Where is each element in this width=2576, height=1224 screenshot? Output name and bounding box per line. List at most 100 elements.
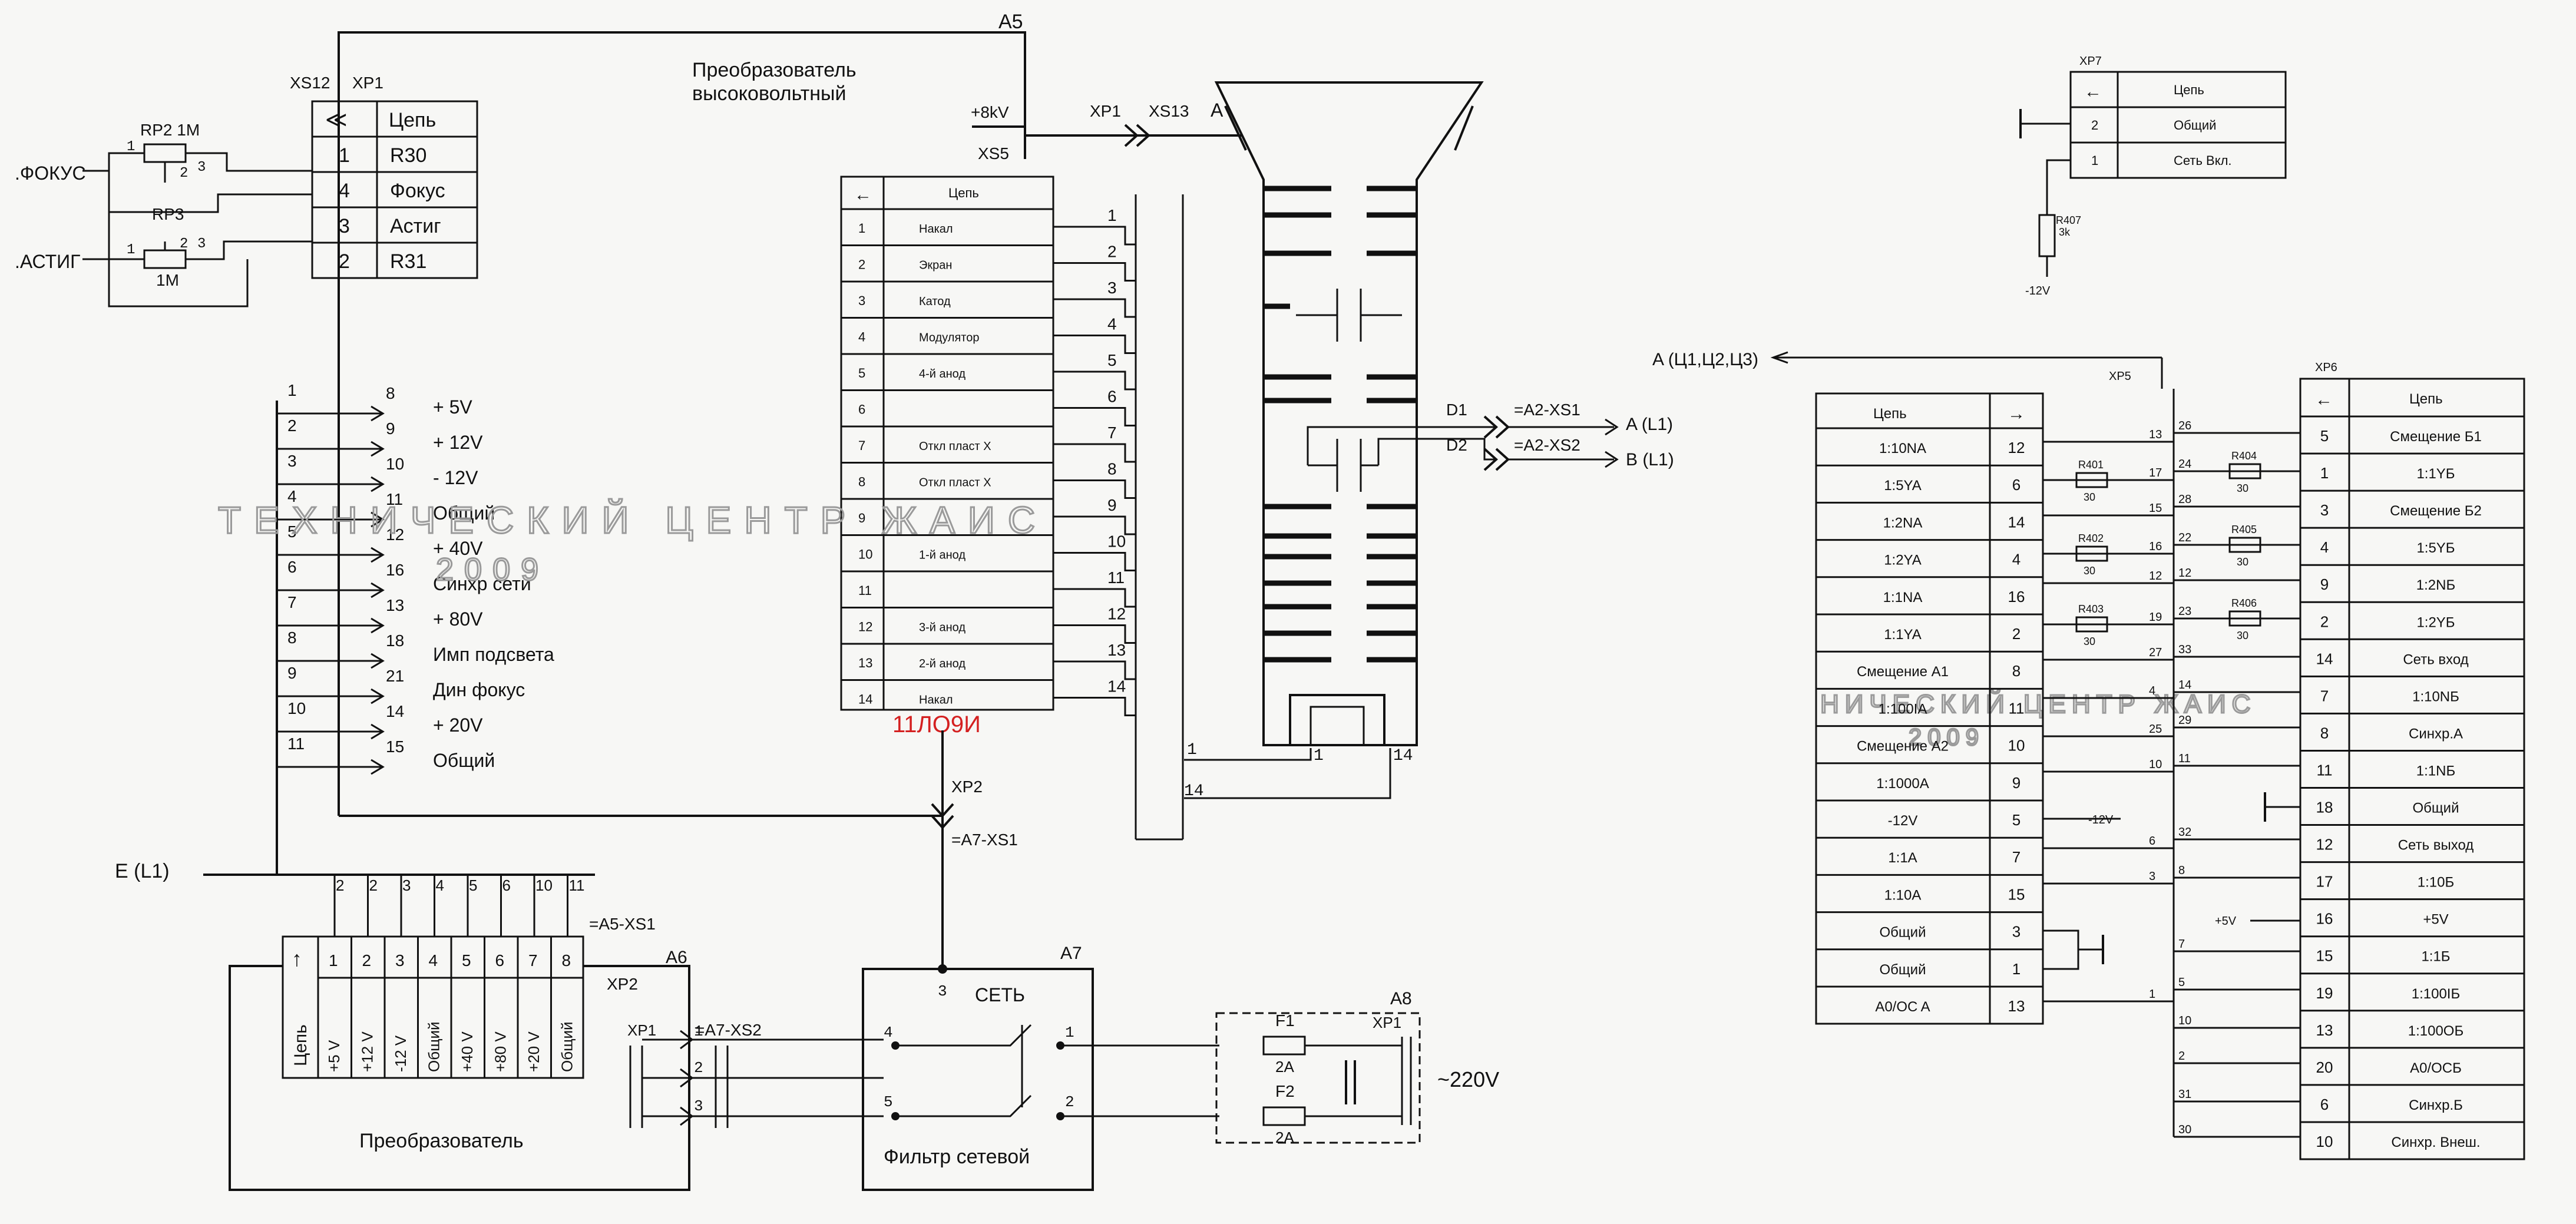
power-left-pin: 9 — [287, 664, 297, 682]
rp2-resistor — [143, 143, 187, 163]
a5-title-2: высоковольтный — [692, 82, 846, 105]
a6-title: Преобразователь — [359, 1130, 524, 1152]
xs5-label: XS5 — [978, 144, 1009, 163]
a6-bus-pin: 5 — [469, 876, 477, 894]
power-pin: 11 — [386, 490, 403, 508]
xp5-pin: 3 — [2012, 923, 2021, 941]
xp1-a6-label: XP1 — [627, 1021, 656, 1039]
watermark-year-2: 2009 — [1909, 725, 1985, 750]
rp3-label: RP3 — [152, 205, 184, 223]
svg-text:2: 2 — [180, 236, 188, 252]
xp5-wire-num: 10 — [2149, 758, 2162, 771]
xp6-pin: 1 — [2320, 464, 2329, 482]
xs12-header: Цепь — [389, 109, 436, 131]
a6-signal: +12 V — [359, 1031, 376, 1072]
anode-cap-label: A — [1211, 100, 1223, 121]
side-taps: -12V +5V — [2043, 792, 2300, 970]
power-signal: + 80V — [433, 608, 483, 630]
a6-bus-pin: 11 — [569, 876, 585, 894]
tube-table-signal: Откл пласт X — [919, 440, 991, 453]
xp5-wire-num: 3 — [2149, 870, 2155, 883]
xp5-wire-num: 4 — [2149, 684, 2155, 697]
tube-table-pin: 10 — [858, 547, 872, 562]
svg-text:1: 1 — [127, 139, 135, 155]
a7-pin-3: 3 — [938, 982, 947, 1000]
tube-table-pin: 5 — [858, 366, 865, 381]
a6-out-1: 1 — [694, 1023, 703, 1040]
tube-header: Цепь — [948, 186, 979, 200]
xp6-pin: 14 — [2316, 650, 2333, 667]
power-left-pin: 4 — [287, 487, 297, 505]
tube-table-signal: Модулятор — [919, 332, 979, 345]
resistor — [2075, 616, 2108, 633]
r407-minus12: -12V — [2025, 285, 2051, 297]
a6-signal: Общий — [425, 1021, 443, 1072]
power-pin: 14 — [386, 702, 404, 720]
xp6-signal: 1:100IБ — [2412, 986, 2460, 1002]
resistor — [2075, 545, 2108, 562]
xs12-pin: 4 — [339, 180, 350, 202]
xp6-wire-num: 32 — [2178, 826, 2191, 839]
xp6-wire-num: 14 — [2178, 679, 2191, 692]
tube-table-pin: 8 — [858, 475, 865, 489]
xp6-pin: 11 — [2317, 761, 2333, 779]
xp5-wire-num: 17 — [2149, 467, 2162, 479]
a8-block: A8 F1 F2 2A 2A XP1 ~220V — [1215, 989, 1499, 1146]
rp3-resistor — [143, 249, 187, 269]
a7-frame — [862, 968, 1094, 1191]
resistor-value: 30 — [2237, 482, 2248, 494]
power-left-pin: 8 — [287, 628, 297, 647]
astig-label: .АСТИГ — [15, 251, 80, 272]
xp6-pin: 7 — [2320, 687, 2329, 704]
tube-table-pin: 14 — [858, 692, 872, 707]
bus-wiring: 1317151612192742510631262428221223331429… — [2043, 389, 2300, 1138]
power-pin: 15 — [386, 737, 404, 756]
watermark: ТЕХНИЧЕСКИЙ ЦЕНТР ЖАИС 2009 НИЧЕСКИЙ ЦЕН… — [217, 498, 2251, 752]
a2-xs1-label: =A2-XS1 — [1514, 401, 1580, 419]
xp2-link: XP2 =A7-XS1 — [931, 730, 1018, 966]
a-bus: A (Ц1,Ц2,Ц3) — [1652, 350, 2163, 389]
a6-bus-pin: 4 — [436, 876, 444, 894]
xp6-wire-num: 31 — [2178, 1088, 2191, 1101]
xp6-signal: Синхр. Внеш. — [2391, 1134, 2480, 1150]
tube-wire-pin: 12 — [1107, 605, 1126, 623]
xp6-arrow-icon: ← — [2315, 390, 2333, 409]
xp6-signal: Сеть вход — [2403, 651, 2468, 667]
xp5-pin: 11 — [2009, 699, 2025, 717]
xp6-signal: Синхр.Б — [2409, 1097, 2463, 1113]
a6-label: A6 — [666, 948, 687, 967]
power-left-pin: 10 — [287, 699, 306, 717]
hv-input: +8kV XP1 XS13 A XS5 — [971, 100, 1243, 163]
a6-signal: +40 V — [458, 1031, 476, 1072]
xp7-pin: 1 — [2091, 153, 2098, 168]
tube-wire-pin: 2 — [1107, 243, 1117, 261]
xp5-signal: 1:2YA — [1884, 553, 1922, 568]
power-pin: 18 — [386, 631, 404, 650]
xp6-wire-num: 28 — [2178, 493, 2191, 506]
xp6-signal: Смещение Б1 — [2390, 429, 2482, 445]
a6-pin: 5 — [462, 951, 471, 970]
tube-wire-pin: 13 — [1107, 641, 1126, 659]
xp5-arrow-icon: → — [2008, 404, 2025, 424]
a6-pin: 3 — [395, 951, 405, 970]
xs12-signal: Фокус — [390, 180, 445, 202]
xp5-signal: -12V — [1888, 813, 1918, 829]
xp5-wire-num: 25 — [2149, 723, 2162, 736]
xp5-signal: 1:1NA — [1883, 590, 1923, 606]
resistor-name: R406 — [2231, 597, 2257, 609]
resistor-value: 30 — [2084, 491, 2095, 503]
xp6-wire-num: 26 — [2178, 419, 2191, 432]
watermark-text: ТЕХНИЧЕСКИЙ ЦЕНТР ЖАИС — [218, 498, 1048, 541]
xp7-label: XP7 — [2079, 55, 2102, 68]
xp5-pin: 14 — [2008, 513, 2025, 531]
xs12-pin: 2 — [339, 250, 350, 273]
a8-label: A8 — [1390, 989, 1412, 1008]
a7-block: A7 СЕТЬ Фильтр сетевой 3 4 5 1 2 — [862, 944, 1219, 1191]
xp6-wire-num: 2 — [2178, 1050, 2185, 1063]
xs12-signal: R30 — [390, 144, 426, 167]
